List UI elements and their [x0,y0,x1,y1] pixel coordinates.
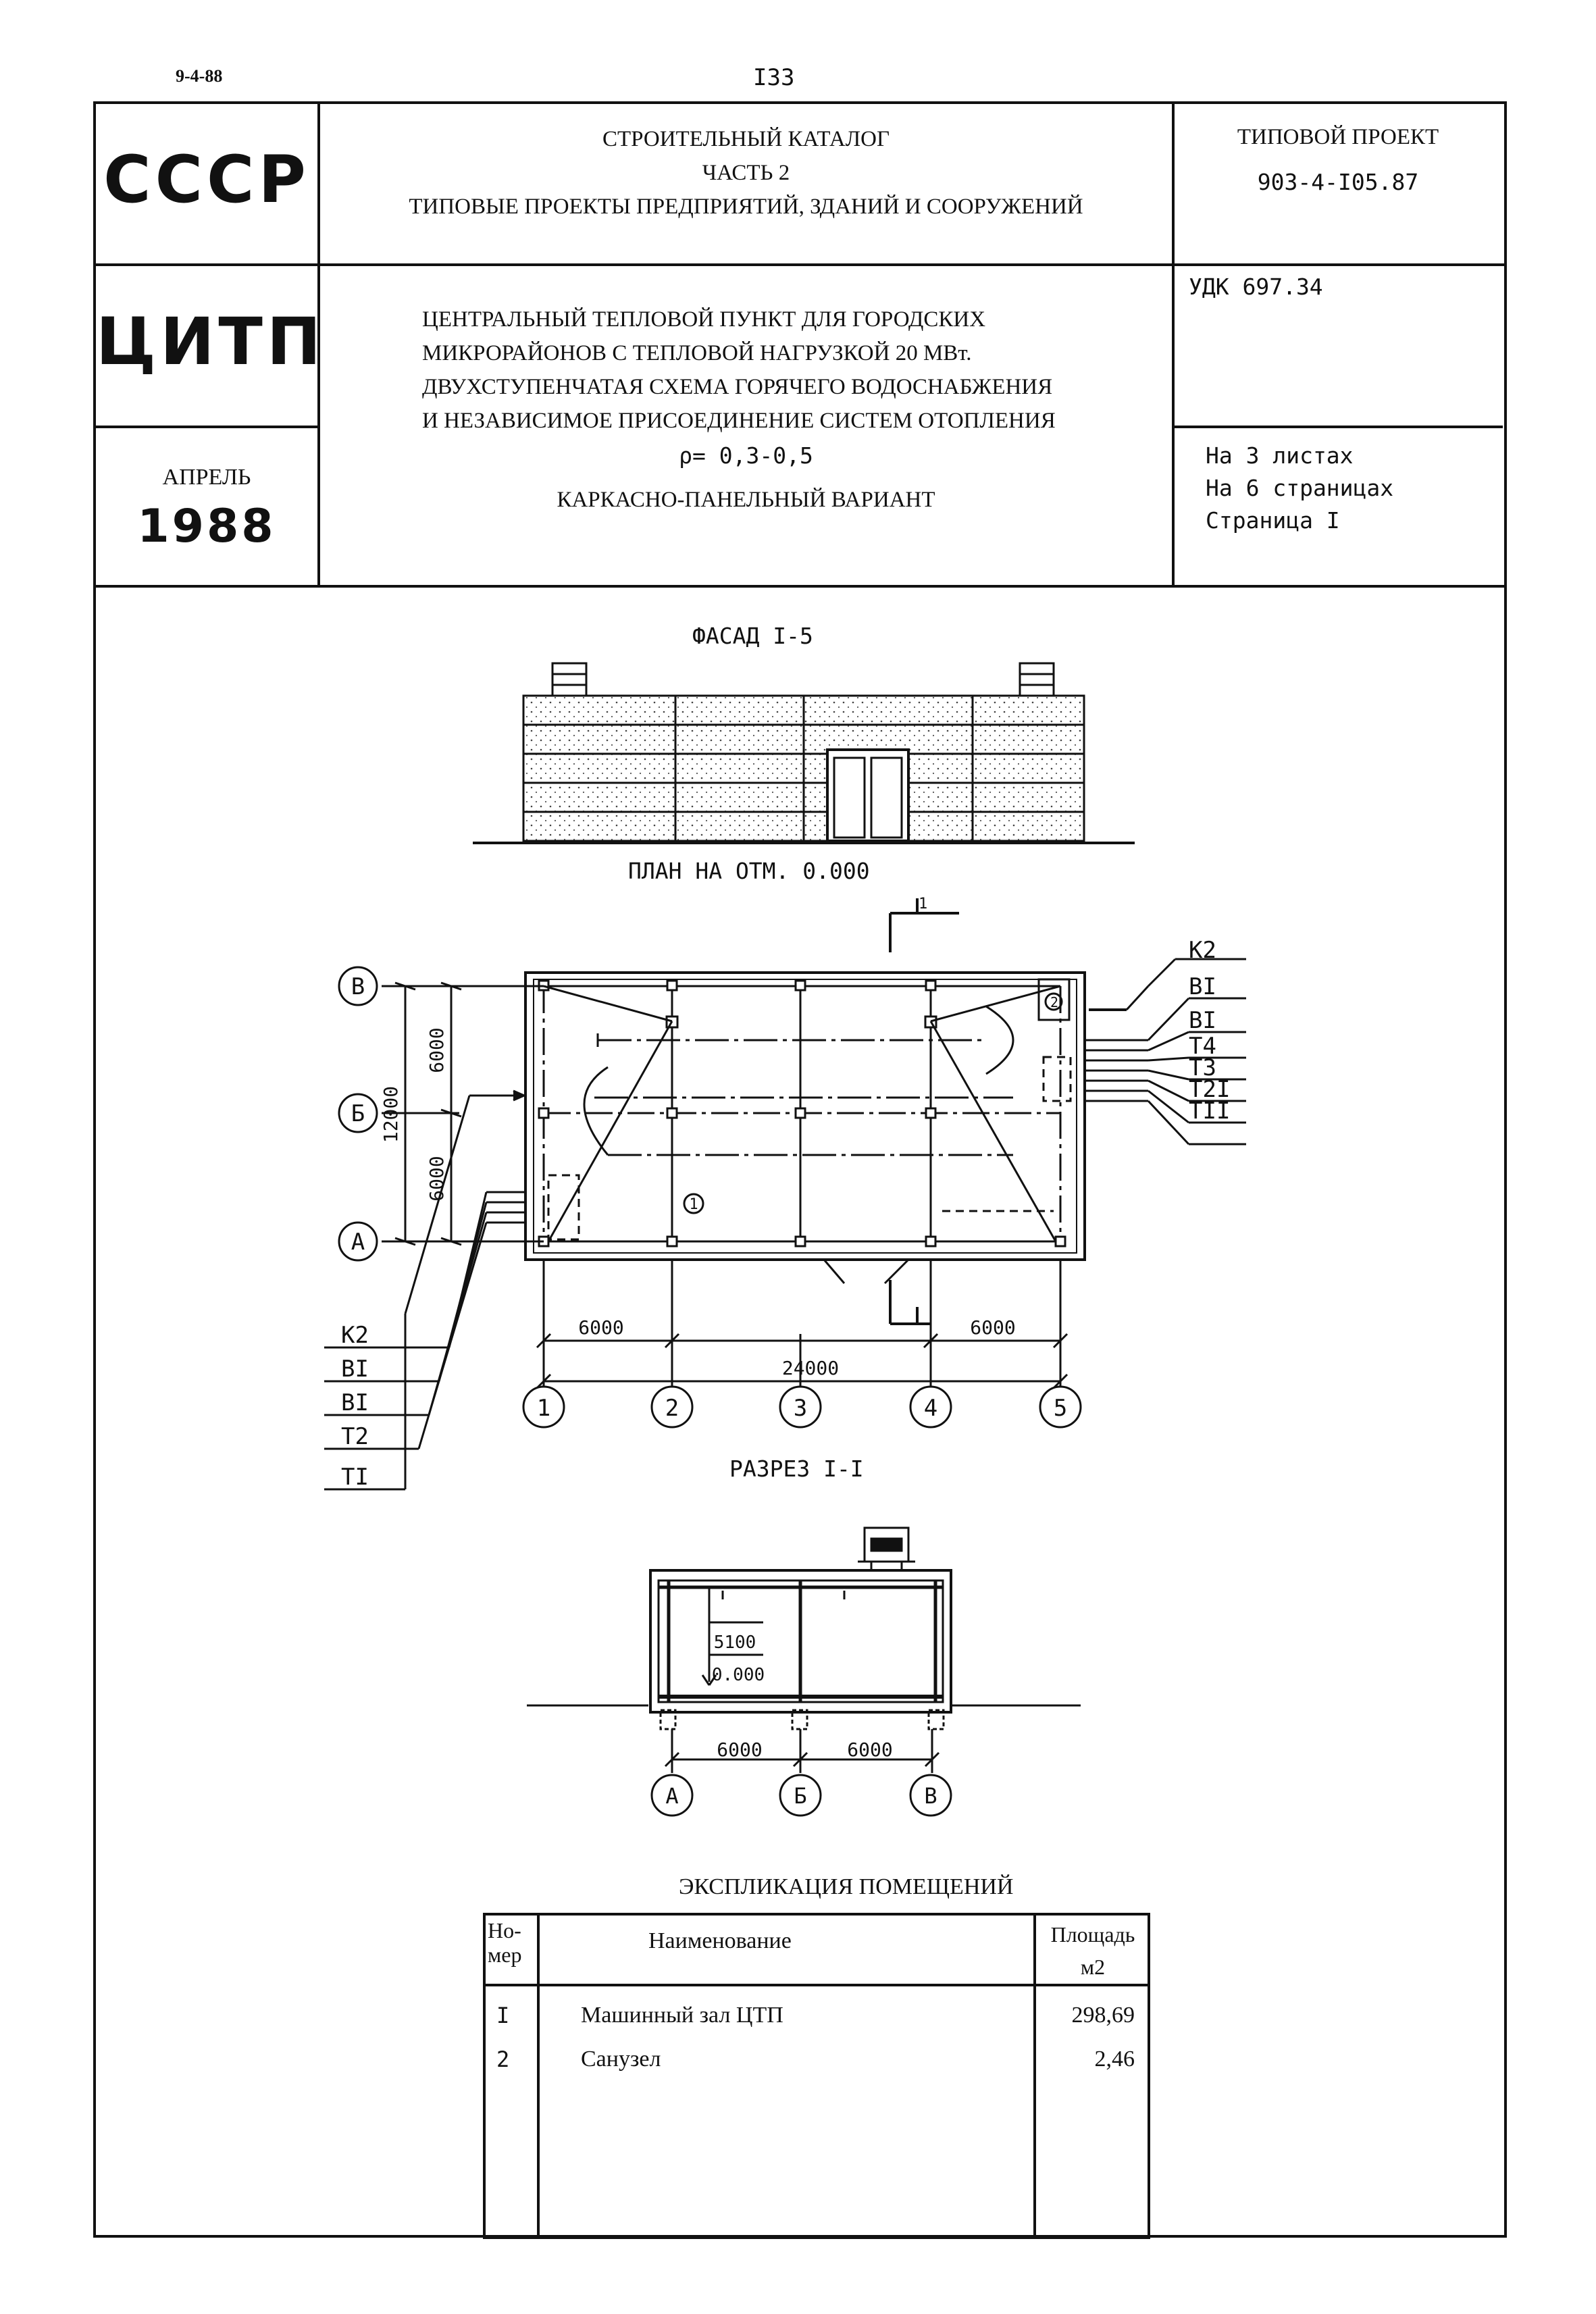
title-line-3: ДВУХСТУПЕНЧАТАЯ СХЕМА ГОРЯЧЕГО ВОДОСНАБЖ… [422,375,1053,399]
axis-label-1: 1 [537,1395,550,1422]
catalog-line-3: ТИПОВЫЕ ПРОЕКТЫ ПРЕДПРИЯТИЙ, ЗДАНИЙ И СО… [409,195,1083,219]
section-dim-span2: 6000 [847,1739,892,1761]
col-area-header: Площадь м2 [1050,1922,1135,1979]
org-citp: ЦИТП [96,304,326,380]
section-level: 0.000 [712,1665,765,1685]
catalog-line-2: ЧАСТЬ 2 [702,161,790,185]
sheets-count: На 3 листах [1206,442,1354,469]
page-number: I33 [753,64,795,91]
title-line-1: ЦЕНТРАЛЬНЫЙ ТЕПЛОВОЙ ПУНКТ ДЛЯ ГОРОДСКИХ [422,307,986,332]
axis-label-4: 4 [924,1395,937,1422]
explication-title: ЭКСПЛИКАЦИЯ ПОМЕЩЕНИЙ [679,1874,1014,1899]
page-indicator: Страница I [1206,507,1340,534]
dim-total-length: 24000 [782,1357,839,1379]
pipe-left-b1a: ВI [341,1356,369,1383]
section-dim-span1: 6000 [717,1739,762,1761]
section-axis-a: А [665,1783,678,1809]
pipe-left-t2: Т2 [341,1423,369,1450]
project-label: ТИПОВОЙ ПРОЕКТ [1237,125,1439,149]
table-row-2-area: 2,46 [1094,2047,1135,2072]
room-mark-2: 2 [1050,994,1058,1010]
dim-bay-upper: 6000 [426,1027,448,1073]
section-title: РАЗРЕЗ I-I [729,1456,864,1482]
document-code: 9-4-88 [176,66,223,86]
org-ussr: СССР [103,142,310,217]
section-mark-top: 1 [919,896,927,912]
room-mark-1: 1 [689,1196,698,1213]
axis-label-2: 2 [665,1395,679,1422]
axis-label-3: 3 [794,1395,807,1422]
table-row-1-number: I [496,2003,510,2028]
facade-title: ФАСАД I-5 [692,623,813,649]
architectural-drawing: 1 [324,662,1246,1817]
table-row-2-number: 2 [496,2047,510,2072]
pipe-left-t1: ТI [341,1464,369,1491]
pipe-right-t3: Т3 [1189,1054,1216,1081]
axis-label-b: Б [351,1100,365,1127]
title-line-5: ρ= 0,3-0,5 [679,442,813,469]
pipe-left-k2: К2 [341,1322,369,1349]
col-number-header: Но- мер [488,1918,522,1967]
pipe-right-b1b: ВI [1189,1007,1216,1034]
pages-count: На 6 страницах [1206,475,1394,501]
plan-title: ПЛАН НА ОТМ. 0.000 [628,858,870,884]
issue-month: АПРЕЛЬ [162,465,251,490]
dim-total-height: 12000 [380,1086,402,1143]
pipe-right-t11: ТII [1189,1098,1230,1125]
udc-code: УДК 697.34 [1189,274,1323,300]
issue-year: 1988 [137,500,276,553]
section-dim-height: 5100 [714,1632,756,1653]
dim-span-left: 6000 [578,1316,623,1339]
facade [473,662,1135,844]
axis-label-5: 5 [1054,1395,1067,1422]
col-name-header: Наименование [648,1928,792,1953]
table-row-2-name: Санузел [581,2047,661,2072]
project-number: 903-4-I05.87 [1257,169,1419,195]
dim-span-right: 6000 [970,1316,1015,1339]
axis-label-v: В [351,973,365,1000]
title-line-4: И НЕЗАВИСИМОЕ ПРИСОЕДИНЕНИЕ СИСТЕМ ОТОПЛ… [422,409,1056,433]
title-line-2: МИКРОРАЙОНОВ С ТЕПЛОВОЙ НАГРУЗКОЙ 20 МВт… [422,341,972,365]
pipe-right-t21: Т2I [1189,1076,1230,1103]
pipe-right-b1a: ВI [1189,973,1216,1000]
section-axis-b: Б [794,1783,806,1809]
title-line-6: КАРКАСНО-ПАНЕЛЬНЫЙ ВАРИАНТ [557,488,935,512]
section-axis-v: В [924,1783,937,1809]
table-row-1-area: 298,69 [1071,2003,1135,2028]
pipe-left-b1b: ВI [341,1389,369,1416]
table-row-1-name: Машинный зал ЦТП [581,2003,783,2028]
section [527,1526,1081,1773]
pipe-right-k2: К2 [1189,937,1216,964]
explication-table [483,1913,1150,2239]
axis-label-a: А [351,1229,365,1256]
catalog-line-1: СТРОИТЕЛЬНЫЙ КАТАЛОГ [602,127,890,151]
pipe-right-t4: Т4 [1189,1033,1216,1060]
plan [469,971,1148,1285]
